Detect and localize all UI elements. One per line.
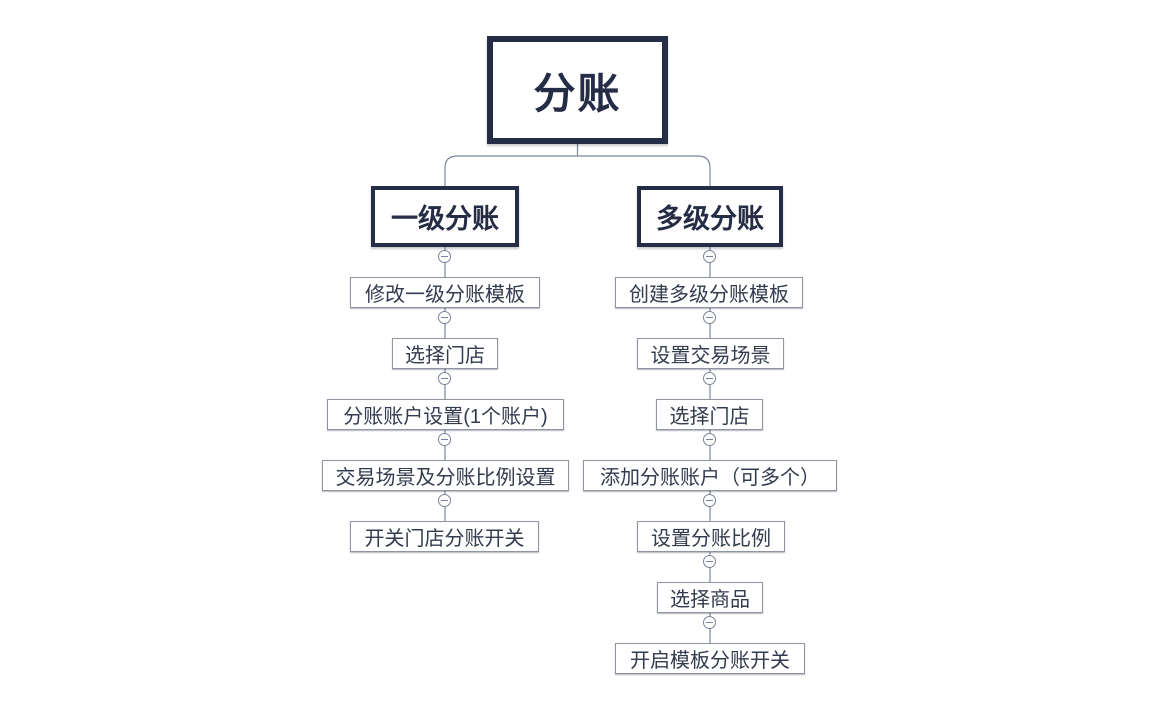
node-label: 一级分账 xyxy=(391,204,499,234)
minus-icon xyxy=(706,317,713,318)
node-step-store-switch[interactable]: 开关门店分账开关 xyxy=(350,521,539,552)
node-label: 分账账户设置(1个账户) xyxy=(343,406,548,428)
connector-root-right xyxy=(577,155,711,186)
collapse-button[interactable] xyxy=(703,616,716,629)
collapse-button[interactable] xyxy=(703,433,716,446)
collapse-button[interactable] xyxy=(703,250,716,263)
node-step-scene-ratio-setting[interactable]: 交易场景及分账比例设置 xyxy=(322,460,569,491)
minus-icon xyxy=(706,256,713,257)
minus-icon xyxy=(706,561,713,562)
minus-icon xyxy=(706,500,713,501)
minus-icon xyxy=(441,256,448,257)
node-label: 修改一级分账模板 xyxy=(365,284,525,306)
collapse-button[interactable] xyxy=(703,372,716,385)
collapse-button[interactable] xyxy=(703,494,716,507)
collapse-button[interactable] xyxy=(438,311,451,324)
collapse-button[interactable] xyxy=(703,555,716,568)
node-step-account-setting[interactable]: 分账账户设置(1个账户) xyxy=(327,399,564,430)
minus-icon xyxy=(706,378,713,379)
node-step-select-store[interactable]: 选择门店 xyxy=(392,338,498,369)
node-label: 多级分账 xyxy=(656,204,764,234)
minus-icon xyxy=(441,439,448,440)
node-root[interactable]: 分账 xyxy=(487,36,668,144)
node-label: 开启模板分账开关 xyxy=(630,650,790,672)
collapse-button[interactable] xyxy=(438,494,451,507)
node-step-set-scene[interactable]: 设置交易场景 xyxy=(637,338,784,369)
node-label: 选择商品 xyxy=(670,589,750,611)
node-label: 选择门店 xyxy=(405,345,485,367)
node-label: 选择门店 xyxy=(669,406,750,428)
node-step-template-switch[interactable]: 开启模板分账开关 xyxy=(615,643,805,674)
collapse-button[interactable] xyxy=(438,372,451,385)
node-label: 交易场景及分账比例设置 xyxy=(335,467,556,489)
minus-icon xyxy=(706,439,713,440)
node-label: 开关门店分账开关 xyxy=(364,528,525,550)
minus-icon xyxy=(441,500,448,501)
node-root-label: 分账 xyxy=(533,69,622,117)
minus-icon xyxy=(706,622,713,623)
node-label: 添加分账账户（可多个） xyxy=(600,467,820,489)
collapse-button[interactable] xyxy=(703,311,716,324)
connector-root-left xyxy=(444,155,578,186)
node-step-modify-template[interactable]: 修改一级分账模板 xyxy=(350,277,540,308)
node-step-add-accounts[interactable]: 添加分账账户（可多个） xyxy=(583,460,837,491)
node-step-select-goods[interactable]: 选择商品 xyxy=(657,582,763,613)
node-label: 设置交易场景 xyxy=(650,345,771,367)
node-step-create-template[interactable]: 创建多级分账模板 xyxy=(615,277,803,308)
collapse-button[interactable] xyxy=(438,250,451,263)
node-label: 设置分账比例 xyxy=(651,528,771,550)
node-label: 创建多级分账模板 xyxy=(629,284,789,306)
minus-icon xyxy=(441,317,448,318)
collapse-button[interactable] xyxy=(438,433,451,446)
node-branch-multilevel[interactable]: 多级分账 xyxy=(637,186,783,247)
node-branch-level1[interactable]: 一级分账 xyxy=(371,186,519,247)
node-step-set-ratio[interactable]: 设置分账比例 xyxy=(637,521,785,552)
node-step-select-store[interactable]: 选择门店 xyxy=(656,399,763,430)
minus-icon xyxy=(441,378,448,379)
